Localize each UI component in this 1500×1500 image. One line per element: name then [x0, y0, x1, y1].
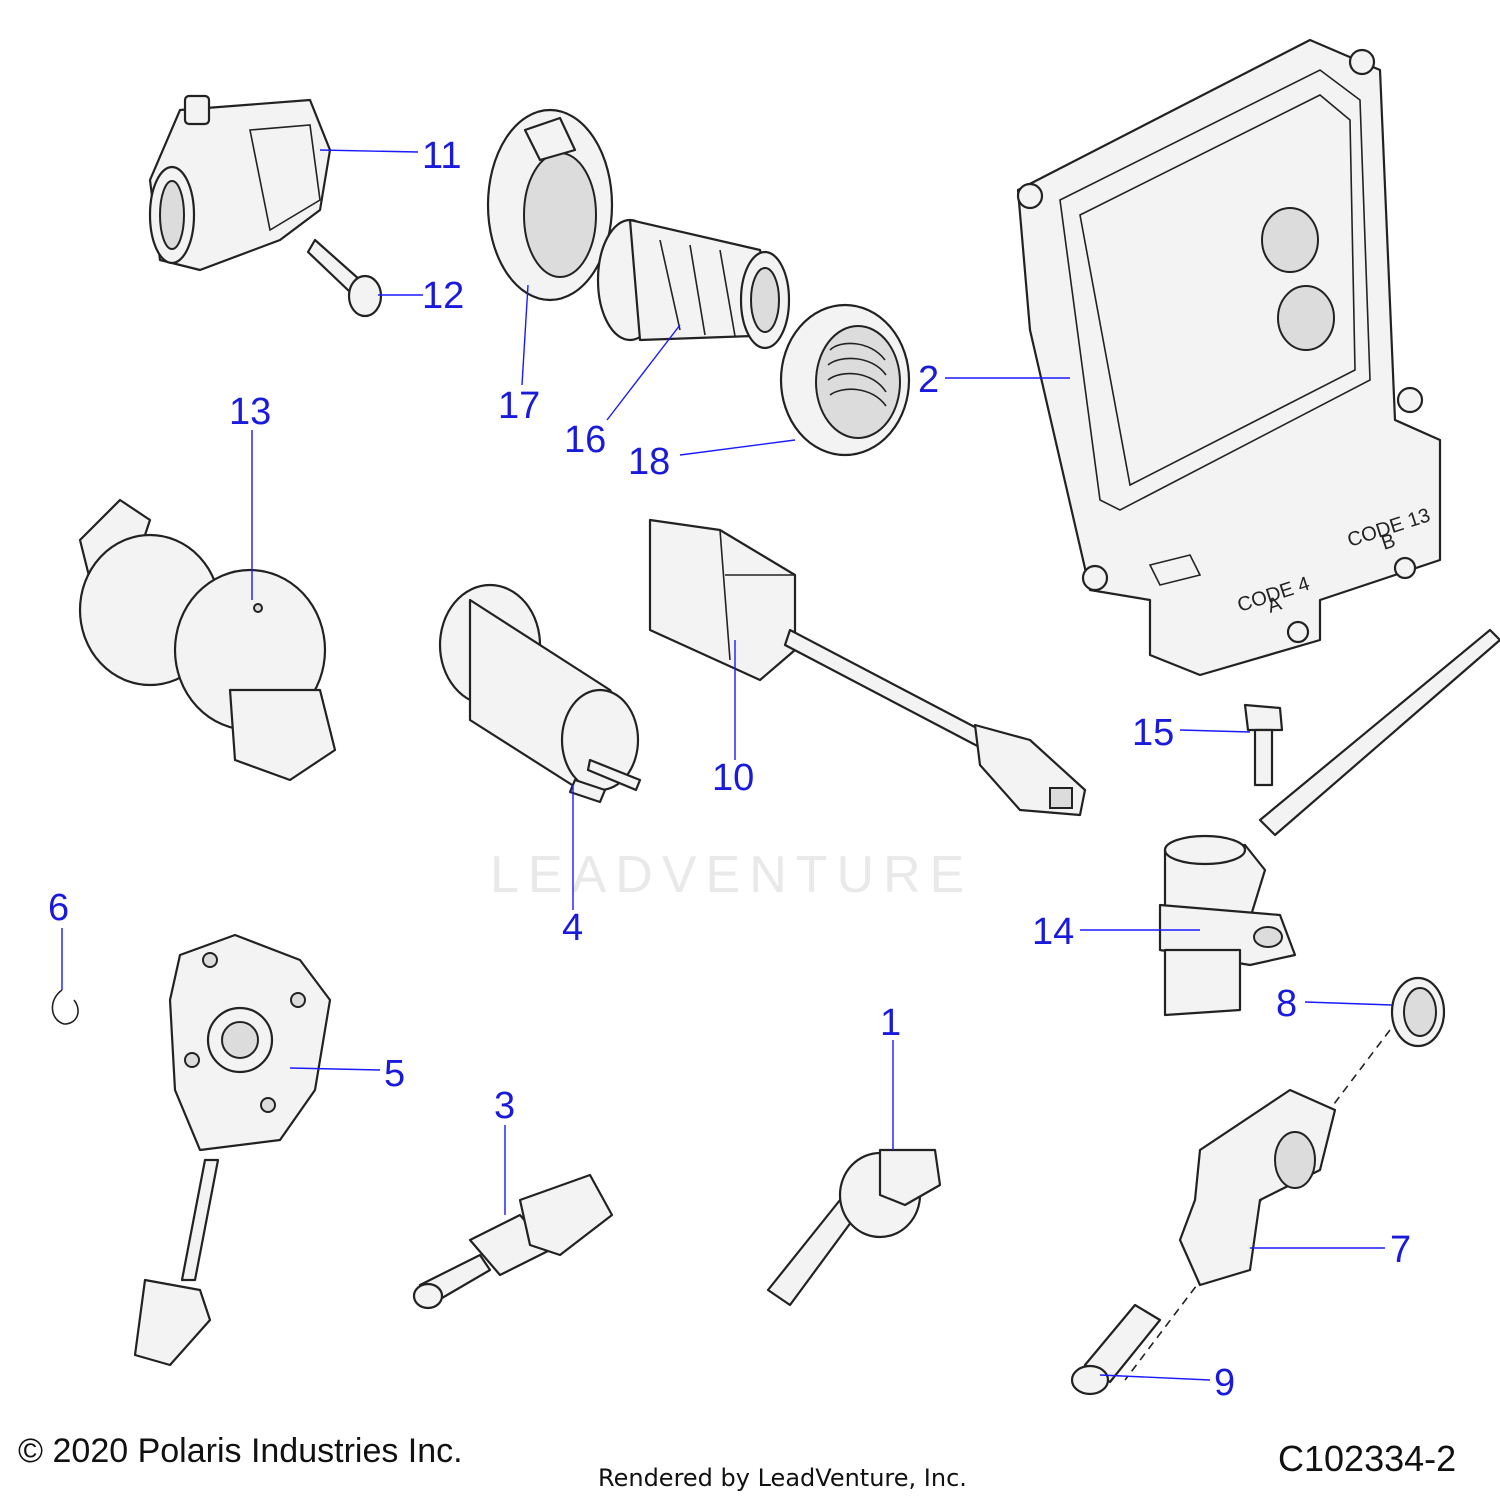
o-ring [1390, 976, 1446, 1048]
callout-7: 7 [1390, 1229, 1411, 1271]
watermark-text: LEADVENTURE [490, 846, 974, 904]
callout-15: 15 [1132, 712, 1174, 754]
screw [306, 238, 383, 318]
callout-6: 6 [48, 887, 69, 929]
callout-17: 17 [498, 385, 540, 427]
position-sensor [1178, 1088, 1337, 1287]
callout-2: 2 [918, 359, 939, 401]
module-harness [648, 518, 1087, 817]
ecu-module: CODE 4 A CODE 13 B [1016, 38, 1442, 677]
callout-3: 3 [494, 1085, 515, 1127]
callout-4: 4 [562, 907, 583, 949]
bezel-ring [486, 108, 614, 302]
callout-8: 8 [1276, 983, 1297, 1025]
callout-12: 12 [422, 275, 464, 317]
temperature-sensor [412, 1173, 614, 1310]
callout-1: 1 [880, 1002, 901, 1044]
air-temperature-sensor [766, 1148, 942, 1307]
copyright-text: © 2020 Polaris Industries Inc. [18, 1432, 463, 1470]
leader-lines [61, 149, 1393, 1381]
pin [1070, 1303, 1162, 1396]
ecu-letter-b-label: B [1379, 530, 1398, 555]
callout-14: 14 [1032, 911, 1074, 953]
flasher-relay [438, 583, 642, 804]
callout-13: 13 [229, 391, 271, 433]
callout-16: 16 [564, 419, 606, 461]
speed-sensor [1158, 628, 1500, 1017]
bolt [1243, 703, 1284, 787]
callout-11: 11 [422, 135, 461, 177]
callout-5: 5 [384, 1053, 405, 1095]
callout-9: 9 [1214, 1362, 1235, 1404]
callout-numbers: 1 2 3 4 5 6 7 8 9 10 11 12 13 14 15 16 1… [48, 135, 1411, 1404]
e-clip [51, 989, 79, 1025]
throttle-position-sensor [133, 933, 332, 1367]
rendered-by-text: Rendered by LeadVenture, Inc. [598, 1464, 967, 1492]
ignition-switch [78, 498, 337, 782]
power-socket-body [596, 218, 791, 350]
map-sensor [148, 94, 332, 272]
alignment-line [1124, 1029, 1391, 1381]
callout-10: 10 [712, 757, 754, 799]
callout-18: 18 [628, 441, 670, 483]
lock-nut [779, 303, 911, 457]
diagram-id-text: C102334-2 [1278, 1438, 1457, 1479]
